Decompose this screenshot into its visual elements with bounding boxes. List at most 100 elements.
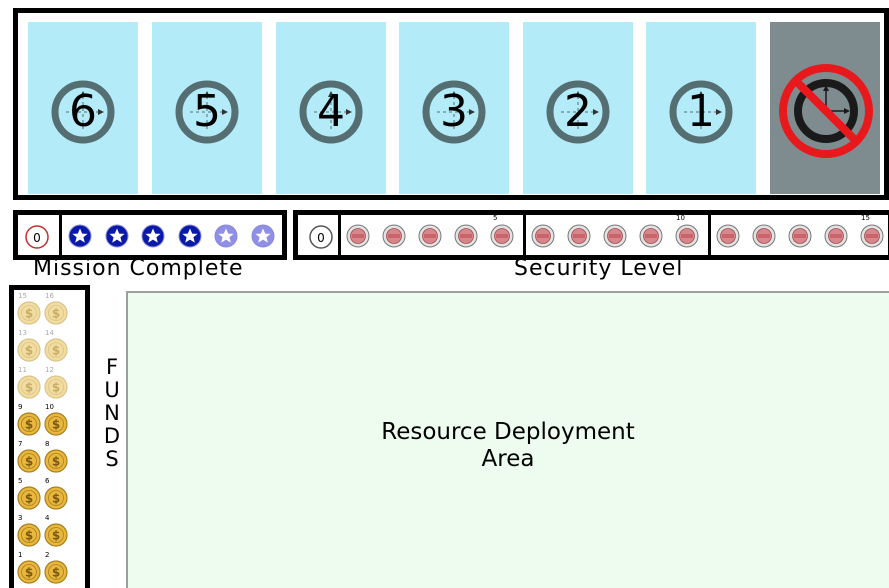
svg-text:$: $ xyxy=(25,455,33,469)
timer-number: 3 xyxy=(440,86,468,137)
resource-deployment-area[interactable]: Resource Deployment Area xyxy=(126,291,889,588)
coin-icon[interactable]: $ xyxy=(17,523,41,547)
security-marker[interactable] xyxy=(824,224,848,248)
svg-text:$: $ xyxy=(52,566,60,580)
mission-start-marker[interactable]: 0 xyxy=(23,223,51,251)
track-divider xyxy=(59,215,62,255)
funds-letter: S xyxy=(105,447,119,471)
funds-letter: U xyxy=(104,378,120,402)
security-marker[interactable] xyxy=(603,224,627,248)
clock-icon xyxy=(669,80,733,144)
coin-icon[interactable]: $ xyxy=(17,560,41,584)
timer-card-blocked[interactable] xyxy=(770,22,880,194)
funds-letter: F xyxy=(105,355,119,379)
timer-number: 1 xyxy=(687,86,715,137)
clock-icon xyxy=(299,80,363,144)
resource-area-label: Resource Deployment Area xyxy=(343,419,673,473)
coin-icon[interactable]: $ xyxy=(17,449,41,473)
mission-complete-label: Mission Complete xyxy=(33,256,244,281)
coin-number: 6 xyxy=(45,477,50,485)
security-marker[interactable] xyxy=(716,224,740,248)
resource-area-label-line1: Resource Deployment xyxy=(381,419,635,445)
timer-card-4[interactable]: 4 xyxy=(276,22,386,194)
security-marker[interactable] xyxy=(860,224,884,248)
timer-number: 4 xyxy=(317,86,345,137)
svg-text:$: $ xyxy=(52,418,60,432)
timer-card-3[interactable]: 3 xyxy=(399,22,509,194)
mission-star-filled[interactable] xyxy=(105,224,129,248)
svg-text:$: $ xyxy=(52,344,60,358)
mission-start-value: 0 xyxy=(33,231,41,245)
coin-icon[interactable]: $ xyxy=(17,301,41,325)
coin-number: 11 xyxy=(18,366,27,374)
security-tick-10: 10 xyxy=(676,214,685,222)
coin-number: 12 xyxy=(45,366,54,374)
security-marker[interactable] xyxy=(346,224,370,248)
clock-icon xyxy=(422,80,486,144)
coin-icon[interactable]: $ xyxy=(17,338,41,362)
svg-text:$: $ xyxy=(25,344,33,358)
coin-icon[interactable]: $ xyxy=(44,523,68,547)
svg-text:$: $ xyxy=(52,455,60,469)
timer-number: 2 xyxy=(564,86,592,137)
coin-number: 8 xyxy=(45,440,50,448)
security-start-value: 0 xyxy=(317,231,325,245)
mission-star-empty[interactable] xyxy=(251,224,275,248)
security-marker[interactable] xyxy=(788,224,812,248)
coin-number: 9 xyxy=(18,403,23,411)
coin-number: 13 xyxy=(18,329,27,337)
coin-icon[interactable]: $ xyxy=(17,486,41,510)
clock-icon xyxy=(175,80,239,144)
coin-number: 5 xyxy=(18,477,23,485)
security-marker[interactable] xyxy=(752,224,776,248)
timer-card-6[interactable]: 6 xyxy=(28,22,138,194)
timer-card-1[interactable]: 1 xyxy=(646,22,756,194)
security-marker[interactable] xyxy=(639,224,663,248)
coin-number: 14 xyxy=(45,329,54,337)
svg-text:$: $ xyxy=(52,492,60,506)
security-start-marker[interactable]: 0 xyxy=(307,223,335,251)
coin-icon[interactable]: $ xyxy=(44,486,68,510)
security-marker[interactable] xyxy=(490,224,514,248)
svg-text:$: $ xyxy=(52,529,60,543)
mission-star-filled[interactable] xyxy=(68,224,92,248)
coin-number: 2 xyxy=(45,551,50,559)
mission-star-empty[interactable] xyxy=(214,224,238,248)
timer-card-2[interactable]: 2 xyxy=(523,22,633,194)
security-marker[interactable] xyxy=(454,224,478,248)
security-level-track: 0 5 10 15 xyxy=(293,210,889,260)
coin-number: 7 xyxy=(18,440,23,448)
coin-icon[interactable]: $ xyxy=(44,375,68,399)
coin-icon[interactable]: $ xyxy=(44,560,68,584)
security-marker[interactable] xyxy=(567,224,591,248)
funds-label: F U N D S xyxy=(100,356,124,471)
svg-text:$: $ xyxy=(25,492,33,506)
timer-number: 5 xyxy=(193,86,221,137)
coin-number: 1 xyxy=(18,551,23,559)
track-divider xyxy=(338,215,341,255)
coin-icon[interactable]: $ xyxy=(44,301,68,325)
timer-track: 6 5 4 3 xyxy=(13,8,889,200)
clock-icon xyxy=(546,80,610,144)
coin-number: 15 xyxy=(18,292,27,300)
coin-icon[interactable]: $ xyxy=(44,338,68,362)
security-marker[interactable] xyxy=(418,224,442,248)
mission-complete-track: 0 xyxy=(13,210,287,260)
coin-icon[interactable]: $ xyxy=(17,375,41,399)
svg-text:$: $ xyxy=(52,381,60,395)
mission-star-filled[interactable] xyxy=(141,224,165,248)
security-marker[interactable] xyxy=(531,224,555,248)
coin-icon[interactable]: $ xyxy=(44,412,68,436)
security-tick-5: 5 xyxy=(493,214,498,222)
security-marker[interactable] xyxy=(382,224,406,248)
timer-card-5[interactable]: 5 xyxy=(152,22,262,194)
svg-text:$: $ xyxy=(25,418,33,432)
coin-number: 10 xyxy=(45,403,54,411)
security-marker[interactable] xyxy=(675,224,699,248)
timer-number: 6 xyxy=(69,86,97,137)
track-divider xyxy=(708,215,711,255)
coin-icon[interactable]: $ xyxy=(17,412,41,436)
security-level-label: Security Level xyxy=(514,256,684,281)
mission-star-filled[interactable] xyxy=(178,224,202,248)
coin-icon[interactable]: $ xyxy=(44,449,68,473)
